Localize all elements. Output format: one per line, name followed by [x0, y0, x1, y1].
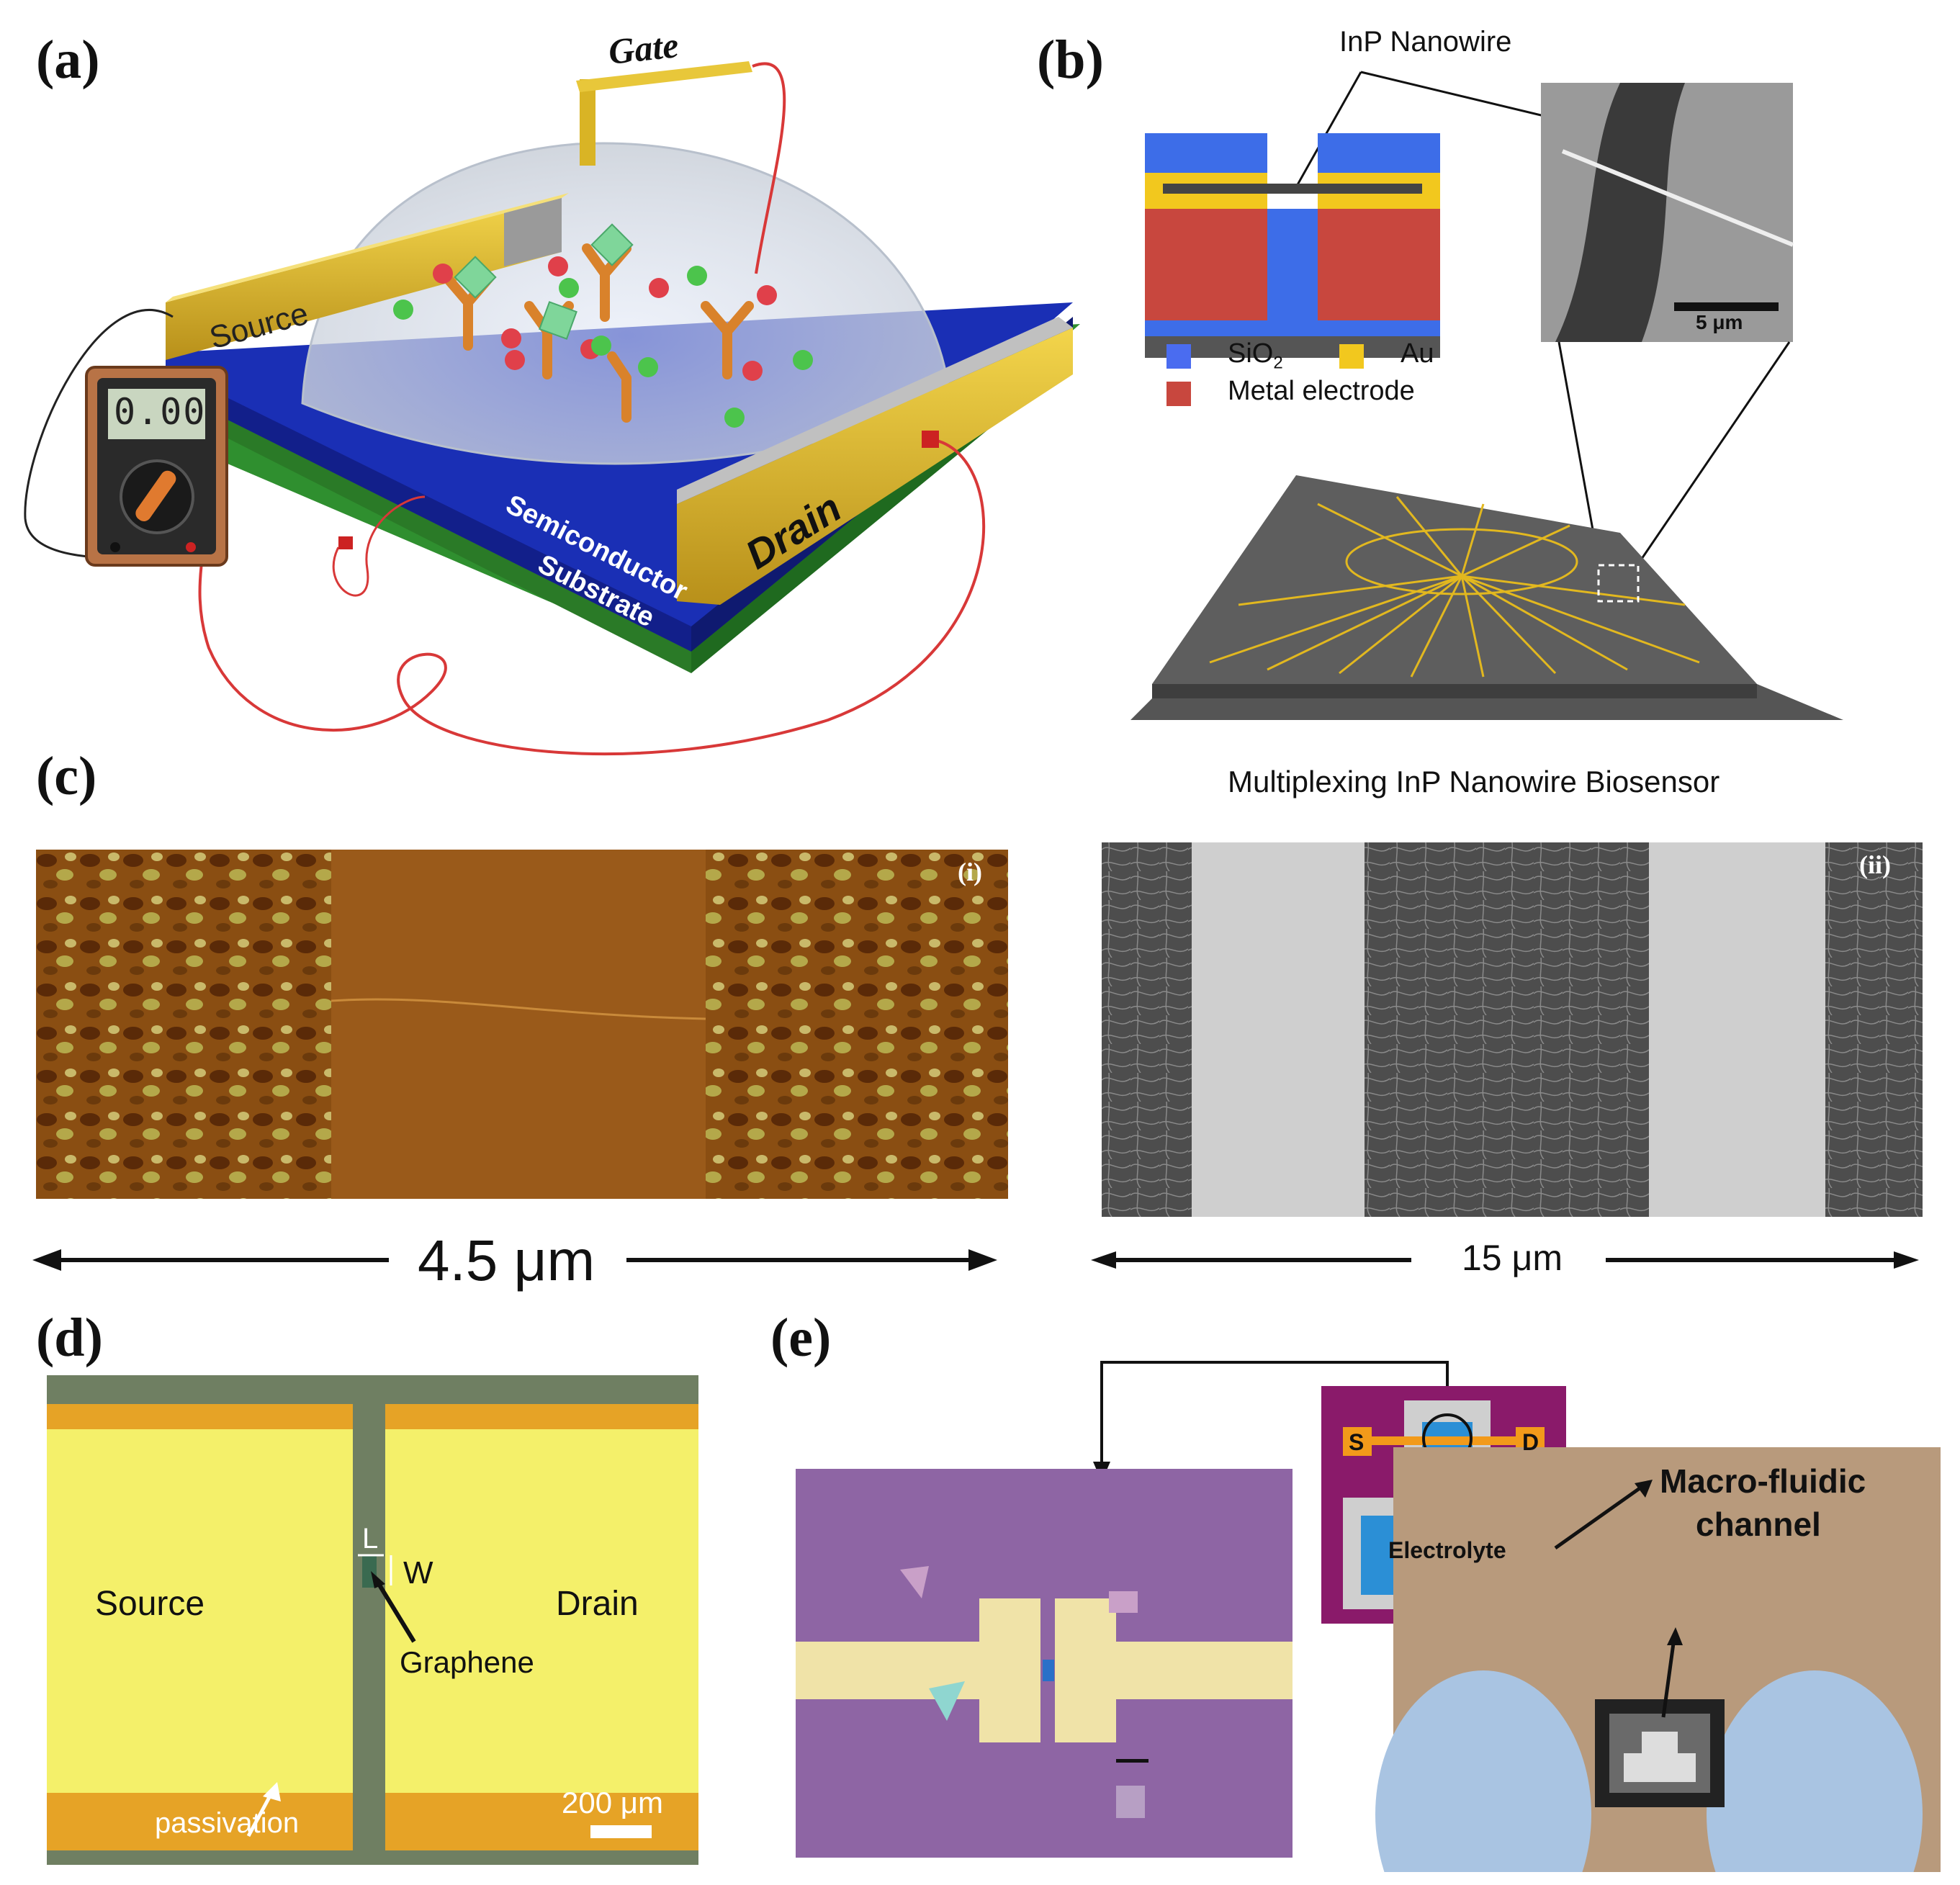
d-passivation-label: passivation: [155, 1807, 300, 1839]
legend-sio2-text: SiO: [1228, 338, 1274, 369]
source-electrode: [166, 198, 562, 360]
legend-swatch-au: [1339, 344, 1364, 369]
d-l-label: L: [362, 1523, 379, 1555]
sub-label-ii: (ii): [1859, 850, 1891, 879]
gate-probe-vertical: [580, 79, 595, 166]
d-graphene-label: Graphene: [400, 1645, 534, 1679]
inp-nanowire-label: InP Nanowire: [1339, 26, 1512, 58]
panel-label-a: (a): [36, 30, 100, 90]
device-cross-section: [1145, 133, 1440, 358]
drain-wire: [198, 438, 986, 756]
drain-electrode: [677, 328, 1073, 605]
scalebar-200um: [590, 1825, 652, 1838]
sem-image-ii: [1102, 842, 1923, 1217]
scale-label-i: 4.5 μm: [418, 1228, 595, 1292]
positive-ions: [393, 266, 813, 428]
probe-loop-wire: [332, 495, 426, 597]
panel-label-b: (b): [1037, 30, 1104, 90]
e-d-label: D: [1522, 1429, 1539, 1455]
legend-label-au: Au: [1401, 338, 1434, 369]
drain-clip: [922, 431, 939, 448]
legend-swatch-sio2: [1166, 344, 1191, 369]
multimeter: [85, 366, 228, 567]
panel-label-c: (c): [36, 746, 97, 806]
d-w-label: W: [403, 1555, 433, 1591]
panel-b-illustration: [1130, 71, 1843, 720]
legend-sio2-sub: 2: [1273, 353, 1283, 373]
multimeter-reading: 0.00: [114, 391, 207, 433]
panel-label-d: (d): [36, 1308, 103, 1368]
chip-photo: [1375, 1447, 1941, 1872]
sub-label-i: (i): [958, 858, 982, 886]
target-analytes: [454, 223, 634, 340]
d-drain-label: Drain: [556, 1585, 639, 1623]
negative-ions: [433, 256, 777, 381]
d-scalebar-label: 200 μm: [562, 1786, 663, 1819]
graphene-device-micrograph: [796, 1469, 1293, 1858]
scale-label-ii: 15 μm: [1462, 1238, 1563, 1278]
nanotube-line: [331, 998, 706, 1020]
multiplexing-chip: [1130, 475, 1843, 720]
chip-caption: Multiplexing InP Nanowire Biosensor: [1228, 765, 1720, 798]
panel-e-illustration: [796, 1361, 1941, 1872]
panel-label-e: (e): [770, 1308, 832, 1368]
panel-d-micrograph: [47, 1375, 698, 1865]
gate-label: Gate: [606, 24, 680, 72]
sem-scalebar-label: 5 μm: [1696, 311, 1743, 333]
legend-label-sio2: SiO2: [1228, 338, 1283, 374]
scale-arrows-c: [32, 1249, 1919, 1271]
d-source-label: Source: [95, 1585, 205, 1623]
e-electrolyte-label: Electrolyte: [1388, 1537, 1506, 1563]
e-macro-label-2: channel: [1696, 1506, 1821, 1543]
afm-image-i: [36, 850, 1008, 1199]
gate-wire: [752, 62, 786, 274]
legend-swatch-metal: [1166, 382, 1191, 406]
e-s-label: S: [1349, 1429, 1365, 1455]
gate-probe-arm: [576, 61, 752, 92]
panel-a-illustration: [24, 61, 1080, 756]
legend-label-metal: Metal electrode: [1228, 376, 1415, 406]
e-macro-label-1: Macro-fluidic: [1660, 1462, 1866, 1500]
sem-inset: [1541, 83, 1794, 342]
